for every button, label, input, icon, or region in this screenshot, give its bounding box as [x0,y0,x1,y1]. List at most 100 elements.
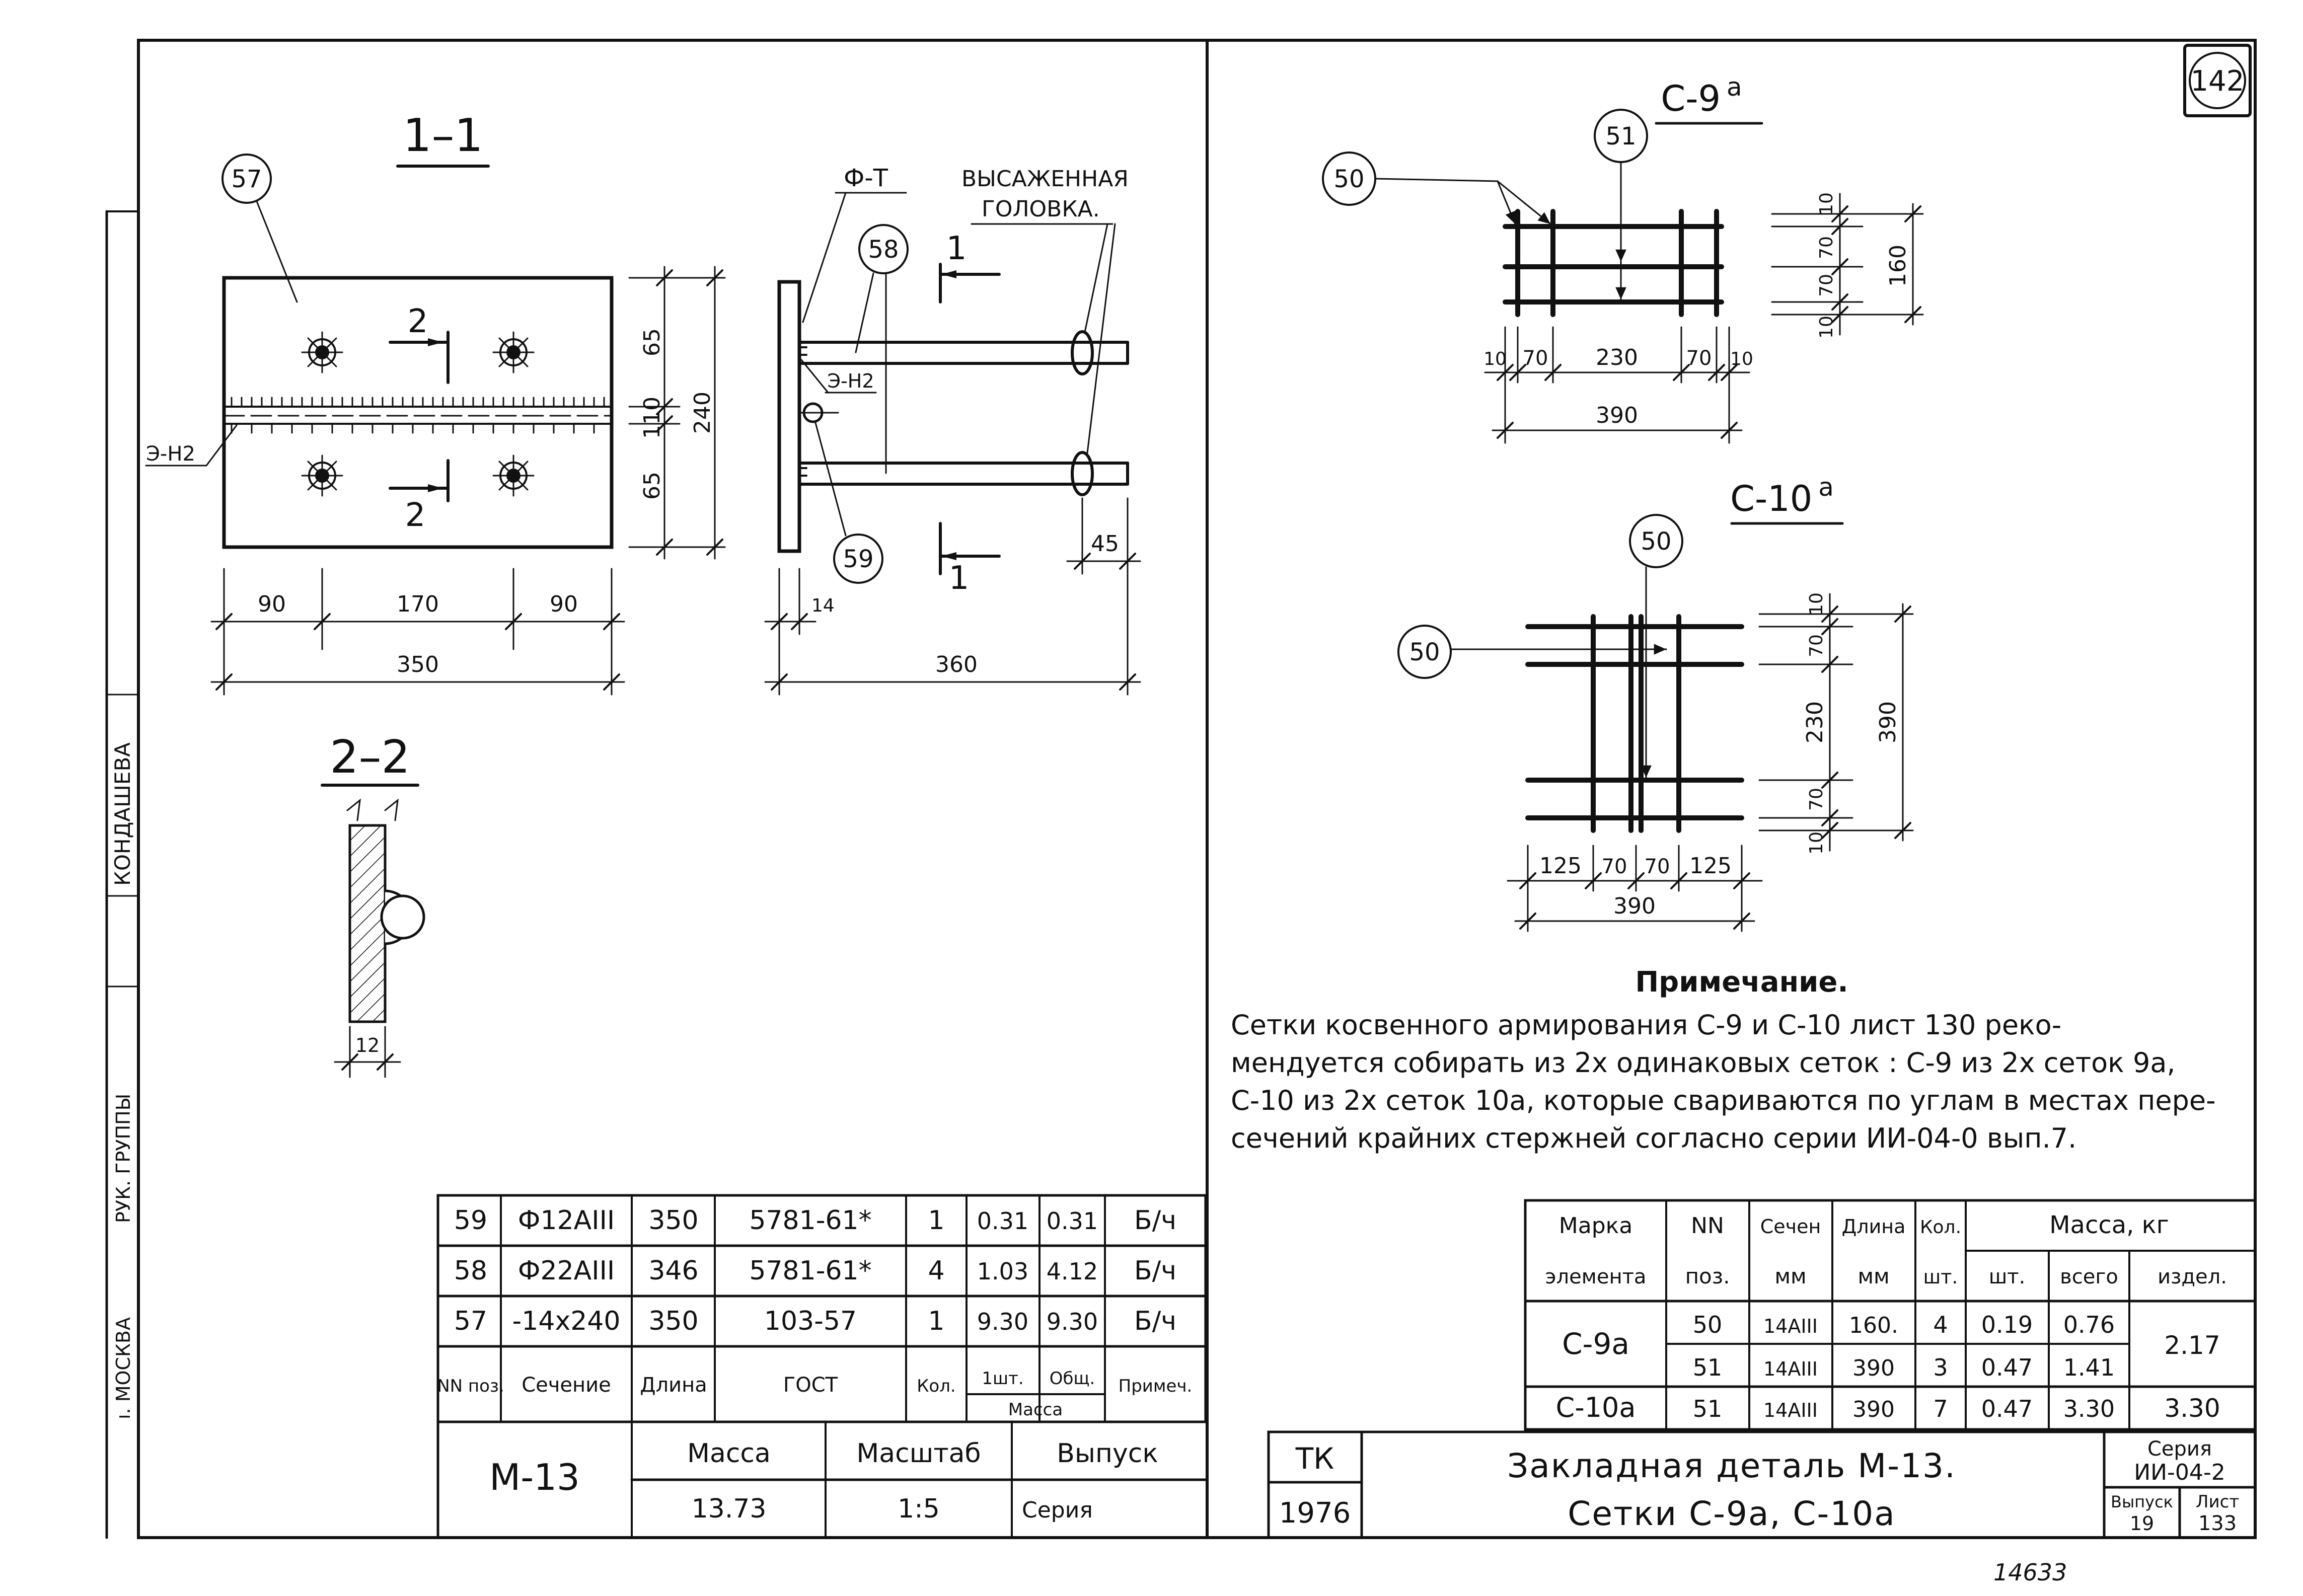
c10-dim-v-230: 230 [1802,701,1828,743]
sheet-value: 133 [2198,1512,2237,1535]
callout-59: 59 [814,422,883,584]
c10-dim-v-10-top: 10 [1806,592,1827,616]
mesh-header-mass: Масса, кг [2049,1211,2169,1239]
mesh-row-1-section: 14АIII [1763,1315,1818,1337]
mesh-row-2-one: 0.47 [1981,1354,2033,1381]
part-58-mass-one: 1.03 [977,1258,1028,1285]
mesh-row-c9a-item: 2.17 [2164,1331,2220,1360]
mesh-row-1-qty: 4 [1933,1311,1948,1338]
tk-label: ТК [1295,1441,1334,1476]
c9-dim-h-10-left: 10 [1483,349,1507,369]
part-58-gost: 5781-61* [749,1256,871,1286]
plate-edge [777,280,801,553]
dim-360: 360 [935,652,978,677]
mesh-row-3-pos: 51 [1693,1395,1723,1422]
phi-t-label: Ф-Т [844,164,888,192]
part-58-note: Б/ч [1134,1256,1176,1286]
parts-header-qty: Кол. [917,1376,955,1396]
cut-mark-1-label-top: 1 [946,230,967,267]
callout-50-c10a-left: 50 [1397,625,1667,679]
sheet-label: Лист [2196,1492,2239,1512]
mesh-c10a-horizontal-dims [1507,845,1763,932]
weld-label-stud: Э-Н2 [828,370,874,392]
mesh-header-pos-2: поз. [1685,1264,1730,1288]
dim-45: 45 [1091,531,1119,557]
stamp-city: ı. МОСКВА [112,1317,134,1419]
cut-mark-2-label-bottom: 2 [405,497,426,534]
note-line-1: Сетки косвенного армирования С-9 и С-10 … [1231,1009,2061,1041]
note-line-2: мендуется собирать из 2х одинаковых сето… [1231,1047,2176,1079]
mesh-row-3-qty: 7 [1933,1395,1948,1422]
issue-label: Выпуск [1057,1438,1158,1469]
dim-90-right: 90 [550,591,578,617]
mesh-header-mark-2: элемента [1545,1265,1647,1288]
part-58-length: 346 [648,1256,698,1286]
year: 1976 [1279,1497,1351,1530]
callout-58: 58 [855,224,909,474]
callout-50-c10a-top: 50 [1629,514,1683,779]
series-label-left: Серия [1022,1497,1093,1523]
mesh-row-1-total: 0.76 [2063,1311,2115,1338]
mesh-row-2-total: 1.41 [2063,1354,2115,1381]
mesh-row-2-section: 14АIII [1763,1358,1818,1380]
c9-dim-h-10-right: 10 [1730,349,1753,369]
part-59-pos: 59 [454,1205,487,1236]
upset-head-label-1: ВЫСАЖЕННАЯ [961,166,1129,192]
c10-dim-v-390: 390 [1875,701,1901,743]
parts-header-pos: NN поз. [437,1376,504,1396]
title-line-2: Сетки С-9а, С-10а [1568,1494,1896,1533]
part-59-length: 350 [648,1205,698,1236]
c10-dim-h-390: 390 [1613,893,1656,919]
stud-symbols [301,331,535,497]
svg-text:51: 51 [1605,122,1636,150]
c9-dim-v-10-bottom: 10 [1816,316,1837,339]
mesh-header-one: шт. [1989,1265,2026,1288]
c9-dim-v-160: 160 [1885,245,1911,287]
stamp-role: РУК. ГРУППЫ [112,1094,134,1223]
c9-dim-v-70-bottom: 70 [1816,274,1837,297]
callout-57: 57 [221,154,298,303]
note-block: Примечание. Сетки косвенного армирования… [1231,966,2216,1154]
scale-value: 1:5 [898,1494,940,1524]
section-1-1: 1–1 [145,109,1141,696]
c9-dim-h-390: 390 [1596,403,1638,428]
mesh-row-1-pos: 50 [1693,1311,1723,1338]
issue-label-right: Выпуск [2111,1492,2173,1511]
part-57-gost: 103-57 [764,1306,857,1336]
cut-mark-1-label-bottom: 1 [949,560,970,597]
c10-dim-h-70-left: 70 [1602,855,1627,878]
sheet-number-badge: 142 [2183,44,2252,117]
callout-50-c9a: 50 [1322,151,1551,225]
svg-text:59: 59 [843,545,873,573]
c10-dim-v-70-top: 70 [1806,634,1827,657]
mesh-row-2-length: 390 [1852,1355,1895,1381]
plate-horizontal-dims [210,568,625,696]
mesh-row-3-one: 0.47 [1981,1395,2033,1422]
mesh-row-2-qty: 3 [1933,1354,1948,1381]
mesh-header-qty-2: шт. [1923,1266,1958,1288]
parts-header-total: Общ. [1050,1369,1095,1389]
mass-label: Масса [687,1438,771,1469]
note-heading: Примечание. [1635,966,1848,999]
parts-header-length: Длина [640,1374,707,1397]
handwritten-number: 14633 [1993,1559,2067,1586]
c9-dim-v-10-top: 10 [1816,192,1837,215]
c10-dim-v-10-bottom: 10 [1806,831,1827,855]
part-57-section: -14х240 [512,1306,621,1336]
plate-vertical-dims [628,266,726,560]
dim-65-bottom: 65 [639,472,665,500]
dim-170: 170 [397,591,439,617]
part-59-qty: 1 [928,1205,944,1236]
c10-dim-h-125-right: 125 [1689,853,1732,879]
part-58-qty: 4 [928,1256,944,1286]
note-line-4: сечений крайних стержней согласно серии … [1231,1122,2076,1154]
mesh-c9a-vertical-dims [1771,193,1924,336]
part-59-mass-one: 0.31 [977,1207,1028,1235]
c10-dim-h-125-left: 125 [1539,853,1582,879]
dim-110: 110 [639,397,665,439]
side-view-dims [764,497,1141,696]
section-2-2: 2–2 12 [321,731,425,1078]
dim-350: 350 [397,652,439,677]
